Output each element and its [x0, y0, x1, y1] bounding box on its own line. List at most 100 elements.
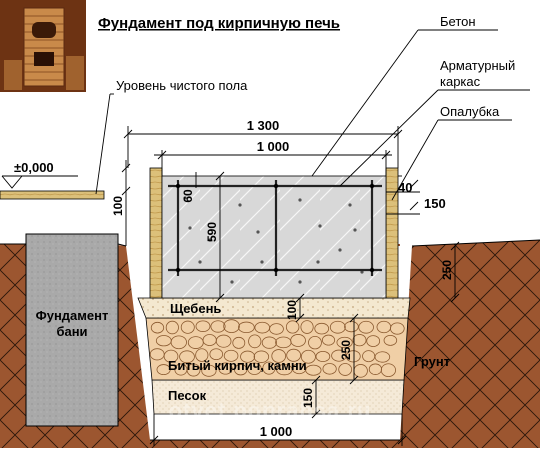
aggregate-dot [198, 260, 202, 264]
dim-formwork-top: 150 [424, 196, 446, 211]
brick-piece [163, 349, 179, 363]
brick-piece [223, 319, 240, 334]
dim-sand-layer: 150 [301, 388, 315, 408]
brick-stove-photo-icon [0, 0, 86, 92]
brick-piece [262, 361, 276, 375]
aggregate-dot [353, 228, 357, 232]
dim-width-concrete: 1 000 [257, 139, 290, 154]
label-bath-foundation-2: бани [56, 324, 87, 339]
brick-piece [336, 336, 353, 349]
brick-piece [322, 363, 337, 375]
aggregate-dot [298, 280, 302, 284]
dim-slab-height: 590 [205, 222, 219, 242]
brick-piece [240, 350, 256, 363]
aggregate-dot [360, 270, 364, 274]
brick-piece [314, 322, 330, 335]
label-concrete: Бетон [440, 14, 476, 29]
aggregate-dot [238, 203, 242, 207]
label-floor-level: Уровень чистого пола [116, 78, 248, 93]
brick-piece [383, 335, 398, 346]
label-gravel: Щебень [170, 301, 221, 316]
label-soil: Грунт [414, 354, 450, 369]
brick-piece [179, 350, 195, 364]
aggregate-dot [188, 226, 192, 230]
clean-floor [0, 190, 105, 200]
brick-piece [362, 350, 376, 363]
brick-piece [195, 348, 209, 362]
brick-piece [209, 348, 224, 361]
aggregate-dot [316, 260, 320, 264]
brick-piece [269, 323, 284, 335]
brick-piece [150, 321, 165, 334]
rebar-joints [175, 183, 375, 273]
brick-piece [390, 322, 405, 335]
brick-piece [170, 335, 187, 350]
brick-piece [366, 335, 381, 347]
brick-piece [380, 363, 396, 378]
brick-piece [247, 362, 262, 375]
brick-piece [234, 364, 248, 376]
dim-rebar-offset: 60 [181, 189, 195, 203]
brick-piece [238, 321, 255, 334]
brick-piece [223, 349, 239, 362]
leader-lines [95, 29, 530, 201]
brick-piece [315, 350, 331, 363]
dimension-lines [1, 126, 460, 446]
brick-piece [321, 334, 336, 346]
label-sand: Песок [168, 388, 207, 403]
brick-piece [352, 334, 367, 347]
aggregate-dot [338, 248, 342, 252]
aggregate-dot [298, 198, 302, 202]
dim-width-bottom: 1 000 [260, 424, 293, 439]
brick-piece [286, 348, 302, 362]
brick-piece [186, 363, 201, 377]
label-rebar-2: каркас [440, 74, 481, 89]
brick-piece [374, 351, 391, 363]
dim-gravel-layer: 100 [285, 300, 299, 320]
brick-piece [358, 320, 374, 334]
brick-piece [344, 321, 359, 333]
label-bath-foundation-1: Фундамент [36, 308, 109, 323]
aggregate-dot [260, 260, 264, 264]
brick-piece [165, 320, 179, 335]
watermark: otvet.poprahsa.ru [169, 398, 372, 423]
bath-foundation [25, 233, 119, 427]
label-broken-brick: Битый кирпич, камни [168, 358, 307, 373]
dim-soil-depth: 250 [440, 260, 454, 280]
brick-piece [218, 362, 233, 375]
brick-piece [300, 320, 314, 334]
label-rebar-1: Арматурный [440, 58, 515, 73]
aggregate-dot [208, 238, 212, 242]
label-formwork: Опалубка [440, 104, 500, 119]
dim-formwork-thickness: 40 [398, 180, 412, 195]
formwork-right [385, 167, 399, 299]
brick-piece [329, 320, 346, 334]
formwork-left [149, 167, 163, 299]
brick-piece [305, 364, 322, 376]
brick-piece [285, 320, 300, 334]
aggregate-dot [256, 230, 260, 234]
brick-piece [195, 320, 211, 332]
brick-piece [232, 336, 246, 349]
brick-piece [215, 334, 232, 348]
brick-piece [345, 350, 361, 363]
brick-piece [308, 335, 322, 350]
dim-above-floor: 100 [111, 196, 125, 216]
aggregate-dot [230, 280, 234, 284]
aggregate-dot [183, 196, 187, 200]
concrete-aggregate [183, 196, 364, 284]
dim-brick-layer: 250 [339, 340, 353, 360]
brick-piece [271, 349, 287, 363]
broken-brick-pattern [149, 319, 405, 378]
aggregate-dot [348, 203, 352, 207]
brick-piece [156, 364, 171, 376]
aggregate-dot [318, 224, 322, 228]
brick-piece [261, 336, 277, 349]
brick-piece [290, 334, 306, 347]
brick-piece [248, 334, 262, 349]
brick-piece [253, 350, 270, 363]
dim-width-formwork: 1 300 [247, 118, 280, 133]
brick-piece [210, 320, 226, 333]
